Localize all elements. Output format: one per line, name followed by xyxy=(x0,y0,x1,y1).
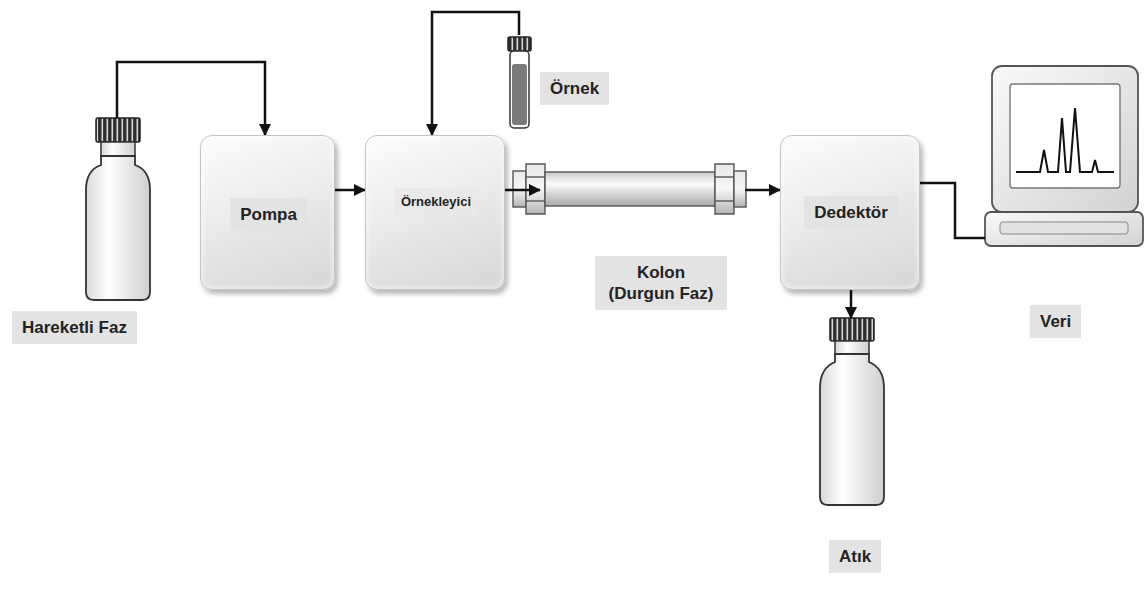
waste-label: Atık xyxy=(815,318,893,584)
column xyxy=(513,164,746,214)
drawing-part xyxy=(992,66,1138,212)
drawing-part xyxy=(512,64,527,125)
node-label: Pompa xyxy=(230,198,307,231)
sampler-box: Örnekleyici xyxy=(365,135,505,290)
node-label: Dedektör xyxy=(804,196,898,229)
drawing-part xyxy=(734,171,746,207)
drawing-part xyxy=(526,200,545,201)
drawing-part xyxy=(835,341,869,354)
sample-label: Örnek xyxy=(506,35,636,130)
drawing-part xyxy=(1000,222,1128,234)
flow-connector xyxy=(335,189,365,192)
column-label: Kolon (Durgun Faz) xyxy=(540,160,745,332)
node-label: Örnek xyxy=(540,72,609,105)
sample-vial xyxy=(508,37,531,128)
drawing-part xyxy=(830,318,874,341)
drawing-part xyxy=(820,354,884,505)
computer xyxy=(985,66,1143,246)
node-label: Kolon (Durgun Faz) xyxy=(595,256,727,310)
flow-connector xyxy=(117,62,265,135)
node-label: Örnekleyici xyxy=(395,188,477,215)
flow-connector xyxy=(745,189,780,192)
flow-connector xyxy=(432,12,519,135)
detector-box: Dedektör xyxy=(780,135,920,290)
drawing-part xyxy=(510,51,529,128)
drawing-part xyxy=(545,172,715,206)
drawing-part xyxy=(86,156,150,300)
drawing-part xyxy=(715,176,734,177)
drawing-part xyxy=(715,200,734,201)
drawing-part xyxy=(985,212,1143,246)
flow-connector xyxy=(920,183,985,238)
solvent-bottle xyxy=(86,118,150,300)
drawing-part xyxy=(1016,108,1114,172)
pump-box: Pompa xyxy=(200,135,335,290)
drawing-part xyxy=(101,142,135,156)
drawing-part xyxy=(96,118,140,142)
node-label: Hareketli Faz xyxy=(12,311,137,344)
flow-connector xyxy=(850,290,853,318)
mobile-phase-label: Hareketli Faz xyxy=(8,118,195,355)
drawing-part xyxy=(526,176,545,177)
waste-bottle xyxy=(820,318,884,505)
drawing-part xyxy=(715,164,734,214)
flow-connector xyxy=(505,189,540,192)
node-label: Atık xyxy=(829,540,881,573)
drawing-part xyxy=(508,37,531,51)
drawing-part xyxy=(1010,84,1120,188)
node-label: Veri xyxy=(1030,305,1081,338)
data-label: Veri xyxy=(985,62,1143,352)
